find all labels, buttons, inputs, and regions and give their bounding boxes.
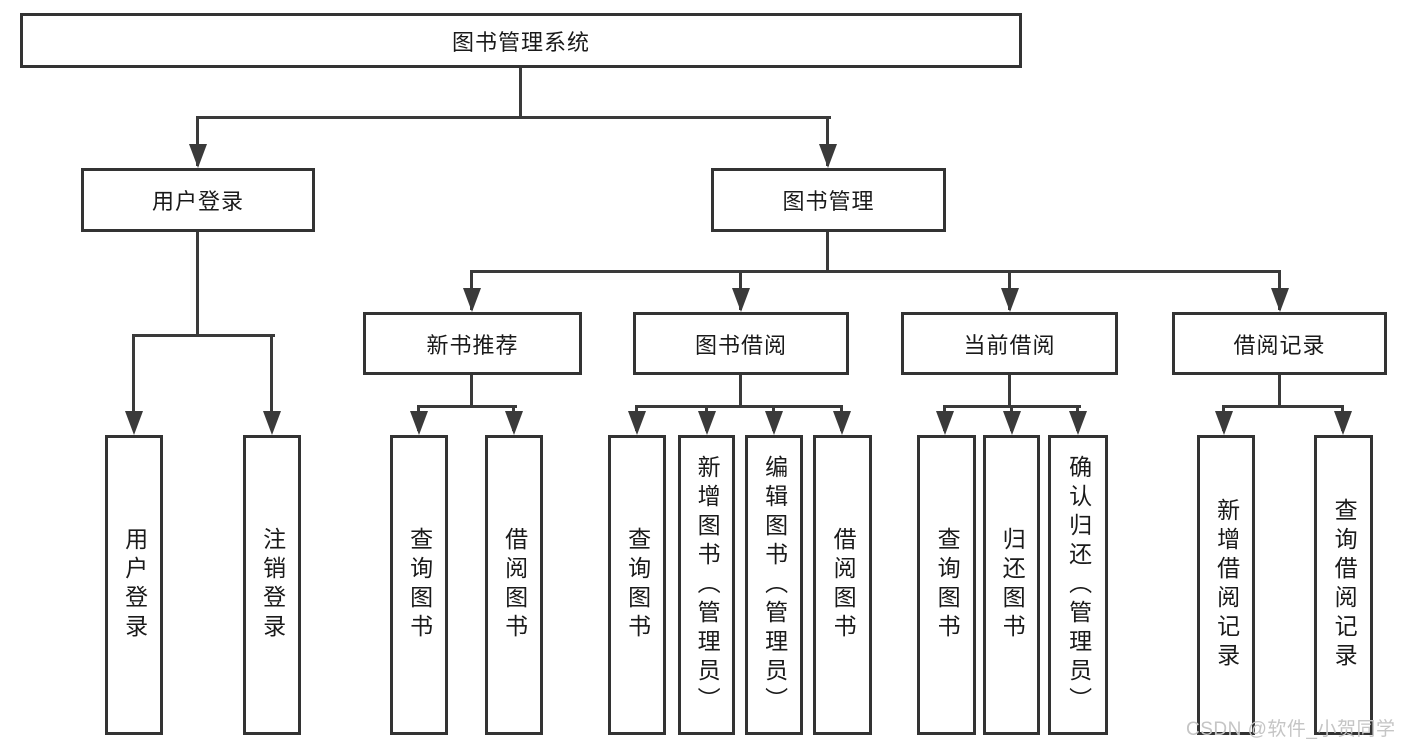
node-confirm-return-admin: 确认归还（管理员） <box>1048 435 1108 735</box>
node-borrowing-records: 借阅记录 <box>1172 312 1387 375</box>
node-book-management: 图书管理 <box>711 168 946 232</box>
node-system-root: 图书管理系统 <box>20 13 1022 68</box>
node-query-books-current: 查询图书 <box>917 435 976 735</box>
watermark: CSDN @软件_小贺同学 <box>1186 719 1396 740</box>
connector-line <box>196 116 831 119</box>
node-label: 查询图书 <box>934 527 961 643</box>
node-label: 确认归还（管理员） <box>1065 454 1092 716</box>
connector-line <box>826 232 829 273</box>
arrow-down-icon <box>410 411 428 435</box>
arrow-down-icon <box>505 411 523 435</box>
connector-line <box>635 405 843 408</box>
arrow-down-icon <box>463 288 481 312</box>
connector-line <box>132 334 135 430</box>
node-borrow-books-borrowing: 借阅图书 <box>813 435 872 735</box>
node-query-books-borrowing: 查询图书 <box>608 435 666 735</box>
node-label: 借阅记录 <box>1233 332 1326 358</box>
node-new-book-recommend: 新书推荐 <box>363 312 582 375</box>
arrow-down-icon <box>833 411 851 435</box>
node-label: 查询图书 <box>624 527 651 643</box>
connector-line <box>1222 405 1344 408</box>
node-user-login-leaf: 用户登录 <box>105 435 163 735</box>
arrow-down-icon <box>1003 411 1021 435</box>
node-return-book: 归还图书 <box>983 435 1040 735</box>
node-label: 图书管理系统 <box>451 29 590 55</box>
node-borrow-books-recommend: 借阅图书 <box>485 435 543 735</box>
node-add-borrow-record: 新增借阅记录 <box>1197 435 1255 735</box>
node-label: 借阅图书 <box>501 527 528 643</box>
arrow-down-icon <box>765 411 783 435</box>
arrow-down-icon <box>189 144 207 168</box>
node-label: 当前借阅 <box>963 332 1056 358</box>
node-label: 编辑图书（管理员） <box>761 454 788 716</box>
node-query-books-recommend: 查询图书 <box>390 435 448 735</box>
node-label: 注销登录 <box>259 527 286 643</box>
arrow-down-icon <box>628 411 646 435</box>
node-query-borrow-record: 查询借阅记录 <box>1314 435 1373 735</box>
arrow-down-icon <box>1069 411 1087 435</box>
node-book-borrowing: 图书借阅 <box>633 312 849 375</box>
node-label: 查询图书 <box>406 527 433 643</box>
connector-line <box>270 334 273 430</box>
node-label: 查询借阅记录 <box>1331 498 1358 672</box>
node-label: 归还图书 <box>999 527 1026 643</box>
node-edit-book-admin: 编辑图书（管理员） <box>745 435 803 735</box>
connector-line <box>417 405 517 408</box>
arrow-down-icon <box>1271 288 1289 312</box>
arrow-down-icon <box>732 288 750 312</box>
node-label: 图书借阅 <box>694 332 787 358</box>
node-current-borrowing: 当前借阅 <box>901 312 1118 375</box>
arrow-down-icon <box>819 144 837 168</box>
node-label: 借阅图书 <box>830 527 857 643</box>
arrow-down-icon <box>1001 288 1019 312</box>
node-label: 新增图书（管理员） <box>694 454 721 716</box>
node-label: 用户登录 <box>121 527 148 643</box>
node-add-book-admin: 新增图书（管理员） <box>678 435 735 735</box>
node-label: 图书管理 <box>782 189 875 214</box>
arrow-down-icon <box>1334 411 1352 435</box>
node-label: 用户登录 <box>151 189 244 214</box>
arrow-down-icon <box>936 411 954 435</box>
node-logout-leaf: 注销登录 <box>243 435 301 735</box>
connector-line <box>519 68 522 118</box>
connector-line <box>739 375 742 408</box>
node-user-login: 用户登录 <box>81 168 315 232</box>
connector-line <box>196 118 199 166</box>
arrow-down-icon <box>698 411 716 435</box>
node-label: 新书推荐 <box>426 332 519 358</box>
connector-line <box>826 118 829 166</box>
connector-line <box>1278 375 1281 408</box>
connector-line <box>470 375 473 408</box>
connector-line <box>470 270 1281 273</box>
arrow-down-icon <box>125 411 143 435</box>
connector-line <box>1008 375 1011 408</box>
connector-line <box>196 232 199 336</box>
connector-line <box>132 334 275 337</box>
arrow-down-icon <box>263 411 281 435</box>
arrow-down-icon <box>1215 411 1233 435</box>
node-label: 新增借阅记录 <box>1213 498 1240 672</box>
